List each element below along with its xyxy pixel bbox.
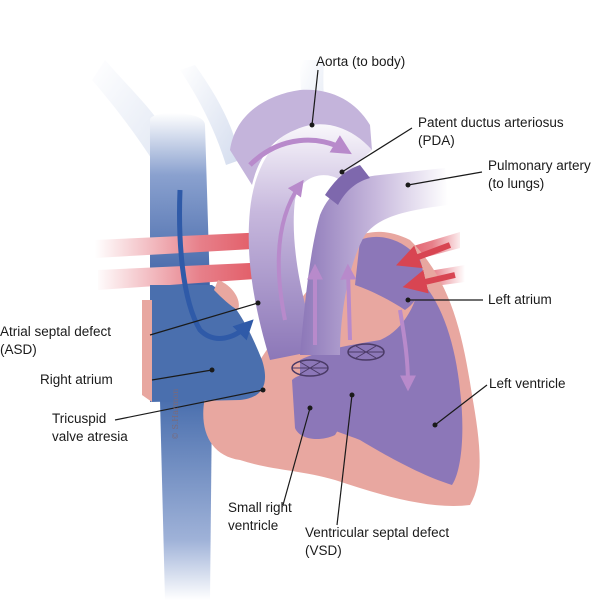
leader-dot-pda — [339, 169, 345, 175]
aortic-valve-leaflets — [292, 361, 328, 375]
leader-pda — [341, 127, 413, 173]
label-left-ventricle: Left ventricle — [489, 376, 566, 391]
leader-aorta — [311, 69, 319, 126]
label-right-atrium: Right atrium — [40, 372, 113, 387]
label-vsd-line1: Ventricular septal defect — [305, 525, 449, 540]
small-right-ventricle-chamber — [292, 374, 343, 440]
flow-arrow-pa-up-2 — [340, 263, 357, 341]
leader-pulmonary-artery — [407, 171, 483, 186]
flow-arrow-aorta-up — [276, 179, 304, 321]
leader-small-rv — [282, 407, 311, 506]
leader-dot-right-atrium — [209, 367, 215, 373]
aortic-arch-top — [230, 89, 372, 185]
leader-dot-aorta — [309, 122, 315, 128]
label-small-rv-line2: ventricle — [228, 518, 278, 533]
leader-asd — [149, 302, 259, 336]
pulmonary-veins-left — [95, 232, 270, 290]
flow-arrow-left-atrium-in-2 — [402, 270, 456, 294]
label-tricuspid-line1: Tricuspid — [52, 411, 106, 426]
label-left-atrium: Left atrium — [488, 292, 552, 307]
label-pda-line2: (PDA) — [418, 133, 455, 148]
leader-dot-vsd — [349, 392, 355, 398]
label-aorta: Aorta (to body) — [316, 54, 405, 69]
leader-vsd — [336, 394, 353, 526]
label-pulmonary-artery-line1: Pulmonary artery — [488, 158, 591, 173]
leader-dot-pulmonary-artery — [405, 182, 411, 188]
atrial-septum-flap — [214, 280, 239, 310]
flow-arrow-lv-down — [398, 309, 416, 392]
artist-signature: © S.Harmon — [171, 389, 180, 440]
flow-arrow-pda — [248, 135, 352, 167]
label-pulmonary-artery-line2: (to lungs) — [488, 176, 544, 191]
label-vsd-line2: (VSD) — [305, 543, 342, 558]
leader-dot-small-rv — [307, 405, 313, 411]
pulmonary-valve-leaflets — [348, 345, 384, 359]
leader-dot-asd — [255, 300, 261, 306]
label-asd-line2: (ASD) — [0, 342, 37, 357]
label-pda-line1: Patent ductus arteriosus — [418, 115, 564, 130]
label-asd-line1: Atrial septal defect — [0, 324, 111, 339]
background-vessel-mid — [180, 65, 240, 165]
leader-dot-left-atrium — [405, 297, 411, 303]
leader-dot-tricuspid — [260, 387, 266, 393]
inferior-vena-cava — [160, 400, 212, 600]
leader-tricuspid — [114, 389, 264, 421]
flow-arrow-svc-to-asd — [177, 189, 254, 341]
label-small-rv-line1: Small right — [228, 500, 292, 515]
leader-left-ventricle — [434, 384, 488, 426]
leader-dot-left-ventricle — [432, 422, 438, 428]
flow-arrow-left-atrium-in — [396, 242, 452, 269]
pulmonary-artery-vessel — [300, 168, 448, 355]
leader-right-atrium — [151, 369, 213, 381]
label-tricuspid-line2: valve atresia — [52, 429, 128, 444]
right-atrium-wall — [142, 300, 152, 402]
left-ventricle-chamber — [300, 280, 463, 485]
right-atrium-chamber — [150, 285, 266, 402]
ductus-arteriosus — [325, 165, 370, 205]
